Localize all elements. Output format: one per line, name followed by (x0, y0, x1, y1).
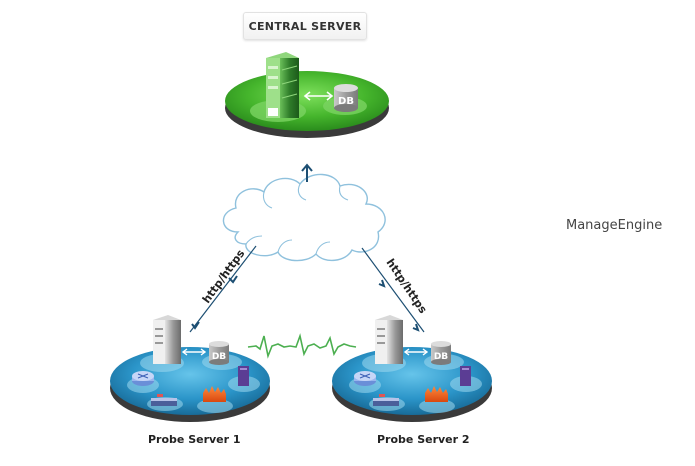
probe1-firewall-icon (203, 386, 226, 402)
probe1-db-icon: DB (209, 341, 229, 365)
central-platform (225, 71, 389, 131)
probe-server-1-node: DB (110, 315, 270, 422)
probe2-router-icon (354, 371, 376, 386)
central-server-icon (266, 52, 299, 118)
central-server-label: CENTRAL SERVER (243, 12, 367, 40)
probe1-protocol-label: http/https (200, 247, 248, 306)
central-sync-arrow (303, 91, 334, 101)
probe2-sync-arrow (403, 348, 429, 356)
probe2-firewall-icon (425, 386, 448, 402)
probe2-db-icon: DB (431, 341, 451, 365)
probe2-desktop-icon (460, 366, 471, 386)
central-db-icon: DB (334, 84, 358, 112)
cloud-to-central-arrow (301, 163, 313, 182)
probe1-router-icon (132, 371, 154, 386)
probe-server-2-node: DB (332, 315, 492, 422)
probe1-switch-icon (151, 394, 177, 406)
probe1-db-label: DB (212, 352, 226, 362)
probe2-server-icon (375, 315, 403, 364)
brand-label: ManageEngine (566, 218, 663, 233)
central-server-node: DB (225, 52, 389, 138)
probe1-server-icon (153, 315, 181, 364)
probe2-db-label: DB (434, 352, 448, 362)
heartbeat-line (247, 333, 357, 359)
probe-server-1-label: Probe Server 1 (148, 433, 241, 446)
central-db-label: DB (338, 96, 354, 107)
internet-cloud-icon (222, 173, 386, 262)
probe-server-2-label: Probe Server 2 (377, 433, 470, 446)
probe1-sync-arrow (181, 348, 207, 356)
probe1-desktop-icon (238, 366, 249, 386)
probe2-switch-icon (373, 394, 399, 406)
probe1-link: http/https (189, 245, 257, 333)
